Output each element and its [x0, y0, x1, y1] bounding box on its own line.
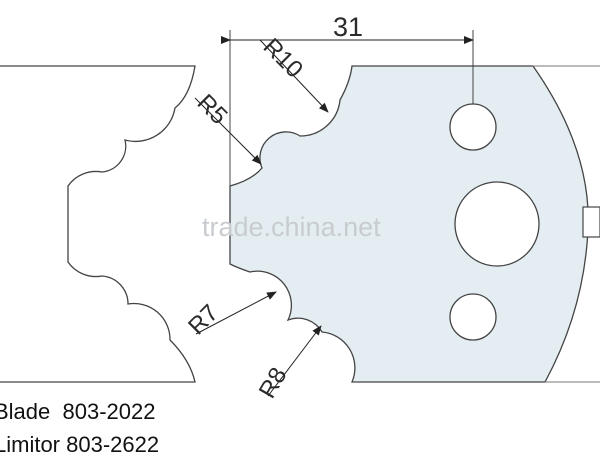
r7-leader: [195, 291, 277, 335]
r7-label: R7: [183, 299, 224, 340]
r5-leader: [194, 97, 262, 165]
r8-leader: [267, 325, 322, 397]
r5-label: R5: [192, 89, 233, 130]
right-cutout: [582, 206, 600, 238]
workpiece-profile: [0, 65, 196, 383]
width-dimension-label: 31: [333, 12, 363, 42]
top-hole: [449, 103, 497, 151]
bottom-hole: [449, 293, 497, 341]
blade-caption: Blade 803-2022: [0, 399, 156, 424]
center-hole: [454, 181, 540, 267]
r8-label: R8: [254, 363, 293, 403]
limitor-caption: Limitor 803-2622: [0, 432, 160, 457]
blade-body: [229, 65, 589, 383]
r10-label: R10: [258, 33, 308, 83]
r10-leader: [259, 39, 329, 113]
watermark: trade.china.net: [202, 212, 381, 242]
